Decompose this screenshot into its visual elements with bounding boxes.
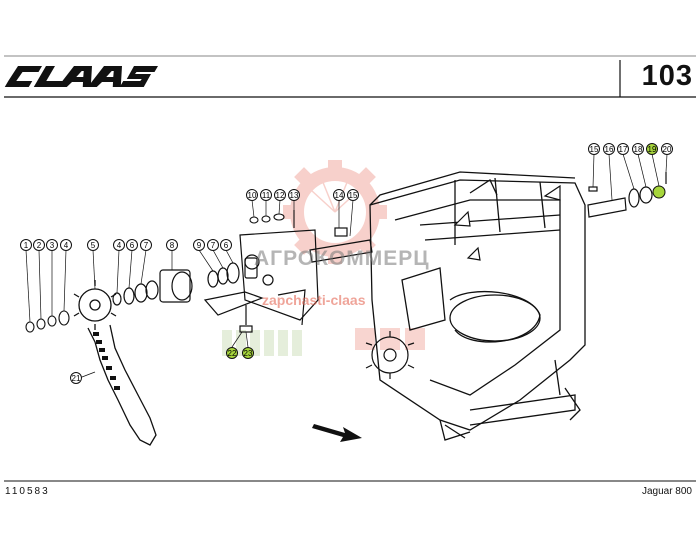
- callout-label: 6: [130, 241, 135, 250]
- callout-14: 14: [333, 189, 345, 228]
- callout-23: 23: [242, 331, 254, 359]
- callout-22: 22: [226, 331, 243, 359]
- center-shaft: [309, 227, 373, 263]
- callout-label: 21: [72, 374, 81, 383]
- callout-label: 11: [262, 191, 271, 200]
- callout-12: 12: [274, 189, 286, 215]
- direction-arrow-icon: [312, 424, 362, 442]
- callout-5: 5: [87, 239, 99, 290]
- callout-10: 10: [246, 189, 258, 218]
- watermark-line-1: АГРОКОММЕРЦ: [254, 247, 430, 270]
- model-name: Jaguar 800: [641, 486, 692, 497]
- watermark-gear-icon: [283, 160, 387, 264]
- left-hub-assembly: [112, 257, 258, 306]
- frame-sprocket: [365, 331, 415, 379]
- callout-6: 6: [126, 239, 138, 289]
- highlight-part-19: [652, 185, 666, 199]
- callout-label: 7: [211, 241, 216, 250]
- callout-13: 13: [288, 189, 300, 210]
- frame-housing: [369, 171, 586, 441]
- callout-16: 16: [603, 143, 615, 201]
- callout-18: 18: [632, 143, 647, 188]
- callout-label: 20: [663, 145, 672, 154]
- callout-label: 18: [634, 145, 643, 154]
- callout-balloons: 1 2 3 4 5 4 6 7 8 9 7 6 10 11 12 13 14 1…: [20, 143, 673, 384]
- callout-3: 3: [46, 239, 58, 316]
- callout-label: 8: [170, 241, 175, 250]
- callout-label: 3: [50, 241, 55, 250]
- callout-label: 19: [648, 145, 657, 154]
- callout-15b: 15: [588, 143, 600, 188]
- callout-label: 7: [144, 241, 149, 250]
- callout-15: 15: [347, 189, 359, 237]
- callout-label: 15: [590, 145, 599, 154]
- small-washers-left: [25, 310, 70, 333]
- watermark-line-2: zapchasti-claas: [262, 292, 366, 308]
- callout-4: 4: [60, 239, 72, 312]
- callout-4b: 4: [113, 239, 125, 294]
- callout-label: 1: [24, 241, 29, 250]
- callout-label: 23: [244, 349, 253, 358]
- callout-9: 9: [193, 239, 214, 272]
- chain-links: [93, 332, 120, 390]
- callout-2: 2: [33, 239, 45, 320]
- page-number: 103: [641, 60, 693, 92]
- callout-19: 19: [646, 143, 660, 187]
- callout-label: 16: [605, 145, 614, 154]
- callout-17: 17: [617, 143, 635, 190]
- callout-label: 4: [117, 241, 122, 250]
- callout-11: 11: [260, 189, 272, 216]
- drawing-code: 110583: [5, 486, 50, 497]
- callout-label: 10: [248, 191, 257, 200]
- callout-8: 8: [166, 239, 178, 270]
- callout-label: 5: [91, 241, 96, 250]
- callout-label: 22: [228, 349, 237, 358]
- callout-label: 6: [224, 241, 229, 250]
- claas-logo: [4, 66, 158, 87]
- callout-21: 21: [70, 371, 96, 384]
- callout-1: 1: [20, 239, 32, 323]
- callout-label: 9: [197, 241, 202, 250]
- callout-20: 20: [661, 143, 673, 173]
- callout-label: 17: [619, 145, 628, 154]
- callout-7b: 7: [207, 239, 224, 269]
- callout-label: 12: [276, 191, 285, 200]
- callout-label: 15: [349, 191, 358, 200]
- frame-triangles: [453, 184, 561, 261]
- callout-label: 2: [37, 241, 42, 250]
- callout-6b: 6: [220, 239, 234, 264]
- bolt-22-23: [239, 305, 253, 333]
- right-shaft-assembly: [587, 172, 667, 218]
- callout-label: 4: [64, 241, 69, 250]
- bracket-plate: [203, 229, 319, 326]
- callout-label: 13: [290, 191, 299, 200]
- callout-7: 7: [140, 239, 152, 285]
- callout-label: 14: [335, 191, 344, 200]
